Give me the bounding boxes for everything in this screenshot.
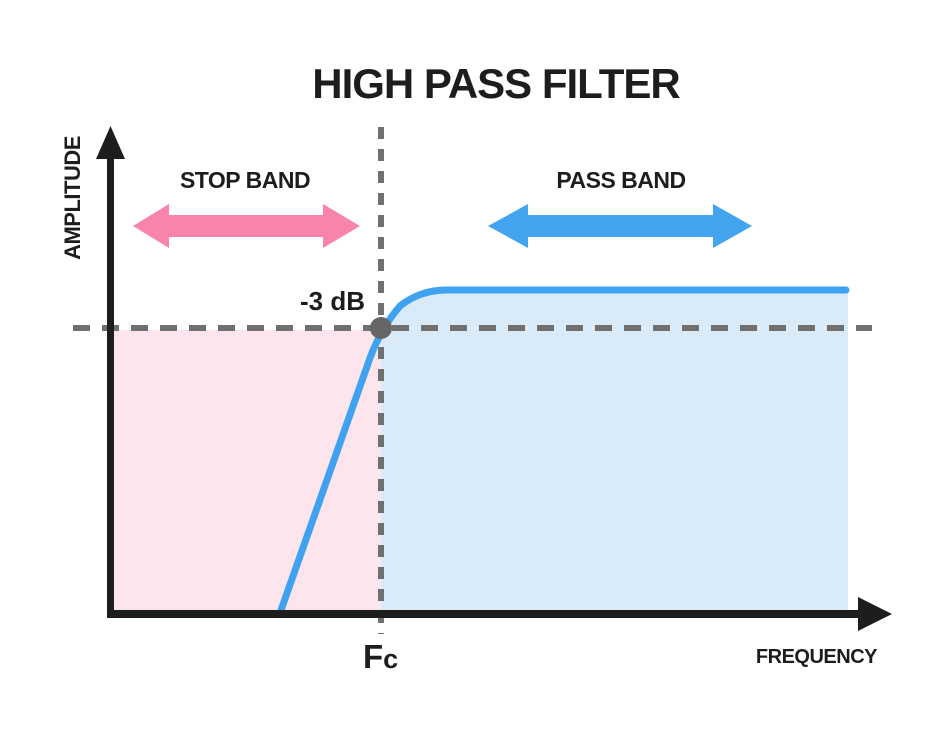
pass-band-label: PASS BAND — [556, 167, 685, 193]
cutoff-frequency-symbol: F — [363, 638, 383, 675]
y-axis — [96, 126, 125, 614]
pass-band-arrow-icon — [488, 204, 752, 248]
response-curve — [276, 286, 850, 617]
x-axis-label: FREQUENCY — [756, 646, 878, 668]
cutoff-level-label: -3 dB — [300, 286, 365, 316]
cutoff-point-dot — [370, 317, 392, 339]
cutoff-frequency-subscript: c — [383, 644, 398, 674]
pass-band-region — [381, 290, 848, 611]
stop-band-arrow-icon — [133, 204, 360, 248]
x-axis-arrowhead-icon — [858, 597, 892, 631]
y-axis-label: AMPLITUDE — [60, 136, 85, 260]
y-axis-arrowhead-icon — [96, 126, 125, 159]
x-axis — [107, 597, 892, 631]
cutoff-frequency-label: Fc — [363, 638, 398, 675]
stop-band-label: STOP BAND — [180, 167, 310, 193]
page-title: HIGH PASS FILTER — [312, 60, 680, 107]
stop-band-region — [114, 330, 381, 611]
